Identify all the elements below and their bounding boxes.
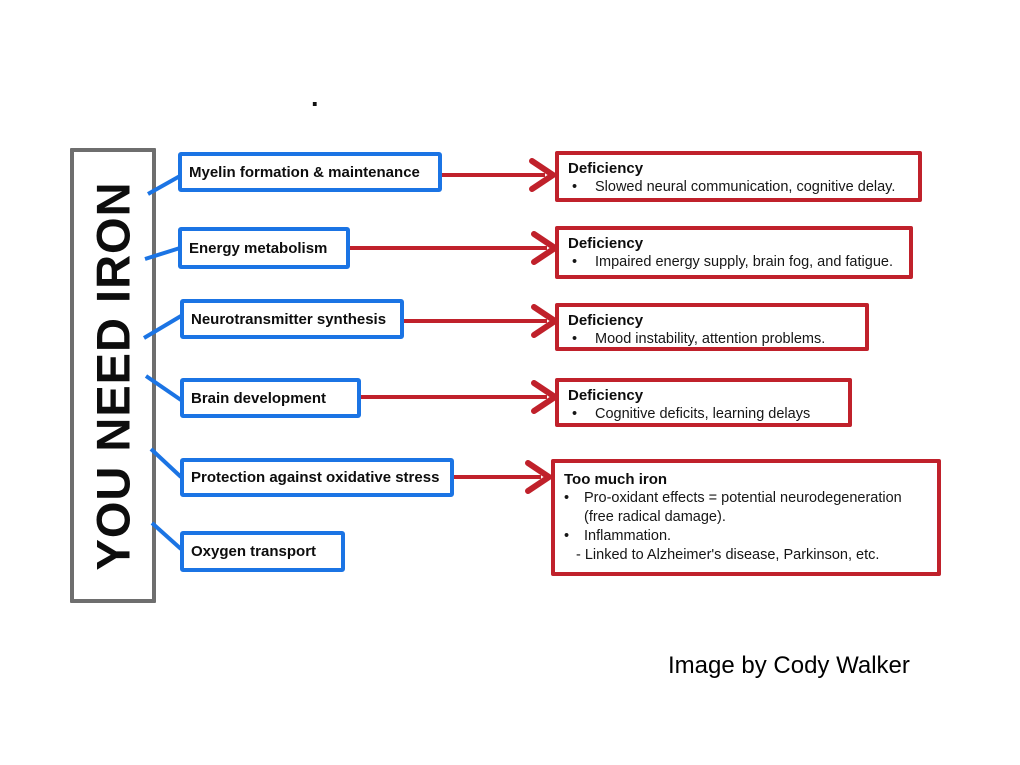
function-box-neurotransmitter: Neurotransmitter synthesis <box>180 299 404 339</box>
function-box-oxygen: Oxygen transport <box>180 531 345 572</box>
function-label: Brain development <box>191 389 327 407</box>
outcome-box-energy-deficiency: Deficiency • Impaired energy supply, bra… <box>555 226 913 279</box>
function-label: Myelin formation & maintenance <box>189 163 420 181</box>
outcome-box-too-much-iron: Too much iron • Pro-oxidant effects = po… <box>551 459 941 576</box>
bullet-dot: • <box>564 490 570 506</box>
outcome-title: Deficiency <box>568 387 644 404</box>
function-box-myelin: Myelin formation & maintenance <box>178 152 442 192</box>
bullet-text: Slowed neural communication, cognitive d… <box>595 179 896 195</box>
outcome-note: - Linked to Alzheimer's disease, Parkins… <box>576 547 880 563</box>
bullet-text: Impaired energy supply, brain fog, and f… <box>595 254 893 270</box>
red-arrowhead-5 <box>525 460 555 494</box>
outcome-bullet: • Pro-oxidant effects = potential neurod… <box>555 489 933 527</box>
bullet-dot: • <box>572 254 578 270</box>
function-box-oxidative: Protection against oxidative stress <box>180 458 454 497</box>
blue-connector-oxygen <box>150 521 183 551</box>
outcome-title: Too much iron <box>564 471 668 488</box>
outcome-bullet: • Cognitive deficits, learning delays <box>559 405 844 424</box>
bullet-text: Cognitive deficits, learning delays <box>595 406 811 422</box>
outcome-box-brain-deficiency: Deficiency • Cognitive deficits, learnin… <box>555 378 852 427</box>
bullet-text: Inflammation. <box>584 528 672 544</box>
bullet-dot: • <box>572 179 578 195</box>
outcome-box-myelin-deficiency: Deficiency • Slowed neural communication… <box>555 151 922 202</box>
root-node-label: YOU NEED IRON <box>86 180 140 571</box>
function-box-brain: Brain development <box>180 378 361 418</box>
outcome-title: Deficiency <box>568 312 644 329</box>
root-node-you-need-iron: YOU NEED IRON <box>70 148 156 603</box>
function-label: Oxygen transport <box>191 543 317 560</box>
function-label: Energy metabolism <box>189 239 328 257</box>
red-arrowhead-1 <box>529 158 559 192</box>
function-label: Neurotransmitter synthesis <box>191 310 387 328</box>
outcome-bullet: • Slowed neural communication, cognitive… <box>559 178 914 197</box>
outcome-box-neurotransmitter-deficiency: Deficiency • Mood instability, attention… <box>555 303 869 351</box>
bullet-dot: • <box>564 528 570 544</box>
outcome-bullet: • Inflammation. <box>555 527 933 546</box>
bullet-text: Mood instability, attention problems. <box>595 331 826 347</box>
red-arrowhead-2 <box>531 231 561 265</box>
outcome-bullet: • Mood instability, attention problems. <box>559 330 861 349</box>
outcome-title: Deficiency <box>568 160 644 177</box>
outcome-title: Deficiency <box>568 235 644 252</box>
bullet-dot: • <box>572 406 578 422</box>
red-arrowhead-4 <box>531 380 561 414</box>
red-arrowhead-3 <box>531 304 561 338</box>
outcome-bullet: • Impaired energy supply, brain fog, and… <box>559 253 905 272</box>
bullet-dot: • <box>572 331 578 347</box>
bullet-text: Pro-oxidant effects = potential neurodeg… <box>584 490 902 525</box>
function-box-energy: Energy metabolism <box>178 227 350 269</box>
image-credit: Image by Cody Walker <box>668 652 910 679</box>
stray-dot-mark: . <box>311 82 319 112</box>
function-label: Protection against oxidative stress <box>191 469 440 486</box>
